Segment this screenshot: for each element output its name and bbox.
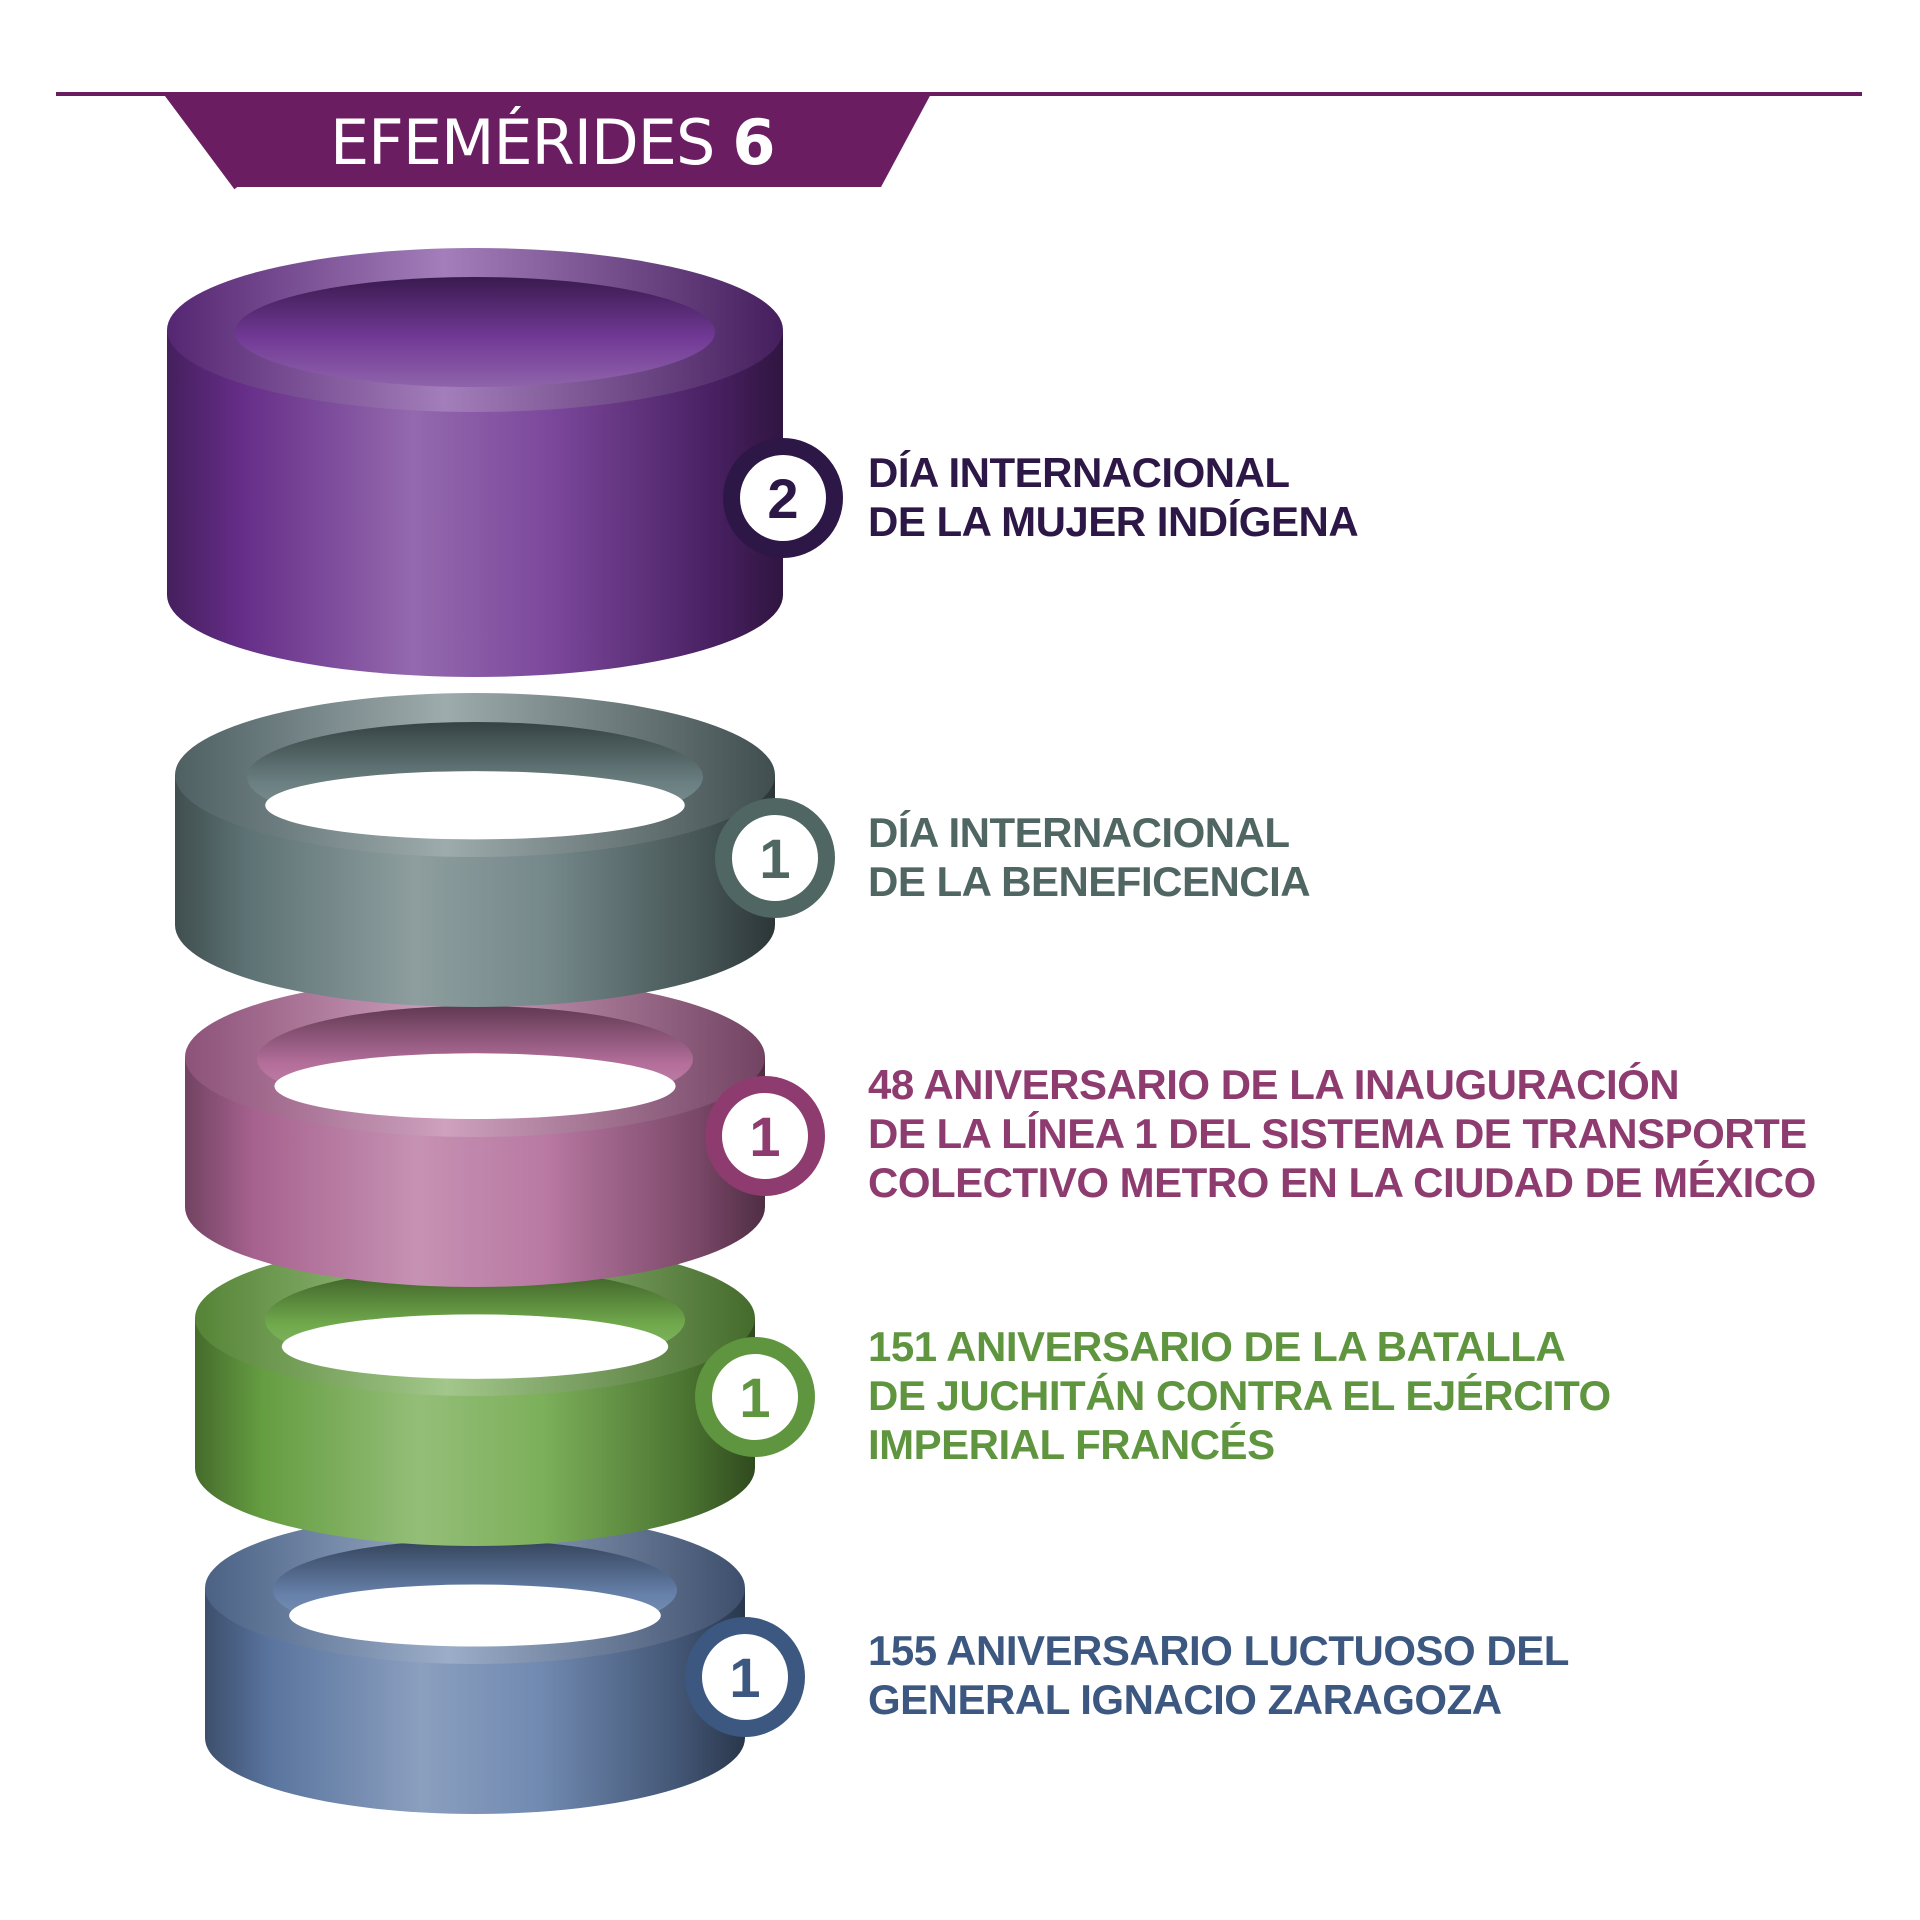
- item-label-line: GENERAL IGNACIO ZARAGOZA: [868, 1676, 1502, 1723]
- item-label-line: 151 ANIVERSARIO DE LA BATALLA: [868, 1323, 1566, 1370]
- header-banner: [56, 92, 1862, 190]
- item-label-5: 155 ANIVERSARIO LUCTUOSO DEL GENERAL IGN…: [868, 1626, 1569, 1724]
- item-label-1: DÍA INTERNACIONAL DE LA MUJER INDÍGENA: [868, 448, 1359, 546]
- page-title-text: EFEMÉRIDES: [330, 106, 715, 179]
- ring-3: [185, 977, 765, 1287]
- item-badge-3: 1: [705, 1076, 825, 1196]
- ring-opening: [265, 771, 685, 840]
- ring-opening: [274, 1053, 676, 1120]
- item-label-line: DÍA INTERNACIONAL: [868, 449, 1290, 496]
- ring-5: [205, 1512, 745, 1814]
- ring-opening: [281, 1314, 669, 1379]
- item-label-4: 151 ANIVERSARIO DE LA BATALLA DE JUCHITÁ…: [868, 1322, 1611, 1469]
- ring-4: [195, 1240, 755, 1546]
- item-badge-2: 1: [715, 798, 835, 918]
- item-label-2: DÍA INTERNACIONAL DE LA BENEFICENCIA: [868, 808, 1311, 906]
- item-badge-5: 1: [685, 1617, 805, 1737]
- ring-opening: [289, 1584, 661, 1647]
- header-rule-line: [56, 92, 238, 190]
- item-badge-4: 1: [695, 1337, 815, 1457]
- ring-1: [167, 248, 783, 677]
- item-label-line: DE JUCHITÁN CONTRA EL EJÉRCITO: [868, 1372, 1611, 1419]
- ring-2: [175, 693, 775, 1007]
- item-label-line: 155 ANIVERSARIO LUCTUOSO DEL: [868, 1627, 1569, 1674]
- item-label-line: DE LA LÍNEA 1 DEL SISTEMA DE TRANSPORTE: [868, 1110, 1807, 1157]
- item-badge-1: 2: [723, 438, 843, 558]
- ring-inner-wall: [235, 277, 715, 387]
- item-label-line: DÍA INTERNACIONAL: [868, 809, 1290, 856]
- ring-side: [167, 330, 783, 677]
- page-title-count: 6: [732, 106, 775, 179]
- item-label-3: 48 ANIVERSARIO DE LA INAUGURACIÓN DE LA …: [868, 1060, 1816, 1207]
- item-label-line: DE LA BENEFICENCIA: [868, 858, 1311, 905]
- item-label-line: IMPERIAL FRANCÉS: [868, 1421, 1275, 1468]
- item-label-line: 48 ANIVERSARIO DE LA INAUGURACIÓN: [868, 1061, 1680, 1108]
- item-label-line: COLECTIVO METRO EN LA CIUDAD DE MÉXICO: [868, 1159, 1816, 1206]
- item-label-line: DE LA MUJER INDÍGENA: [868, 498, 1359, 545]
- header-banner-shape: [166, 92, 932, 187]
